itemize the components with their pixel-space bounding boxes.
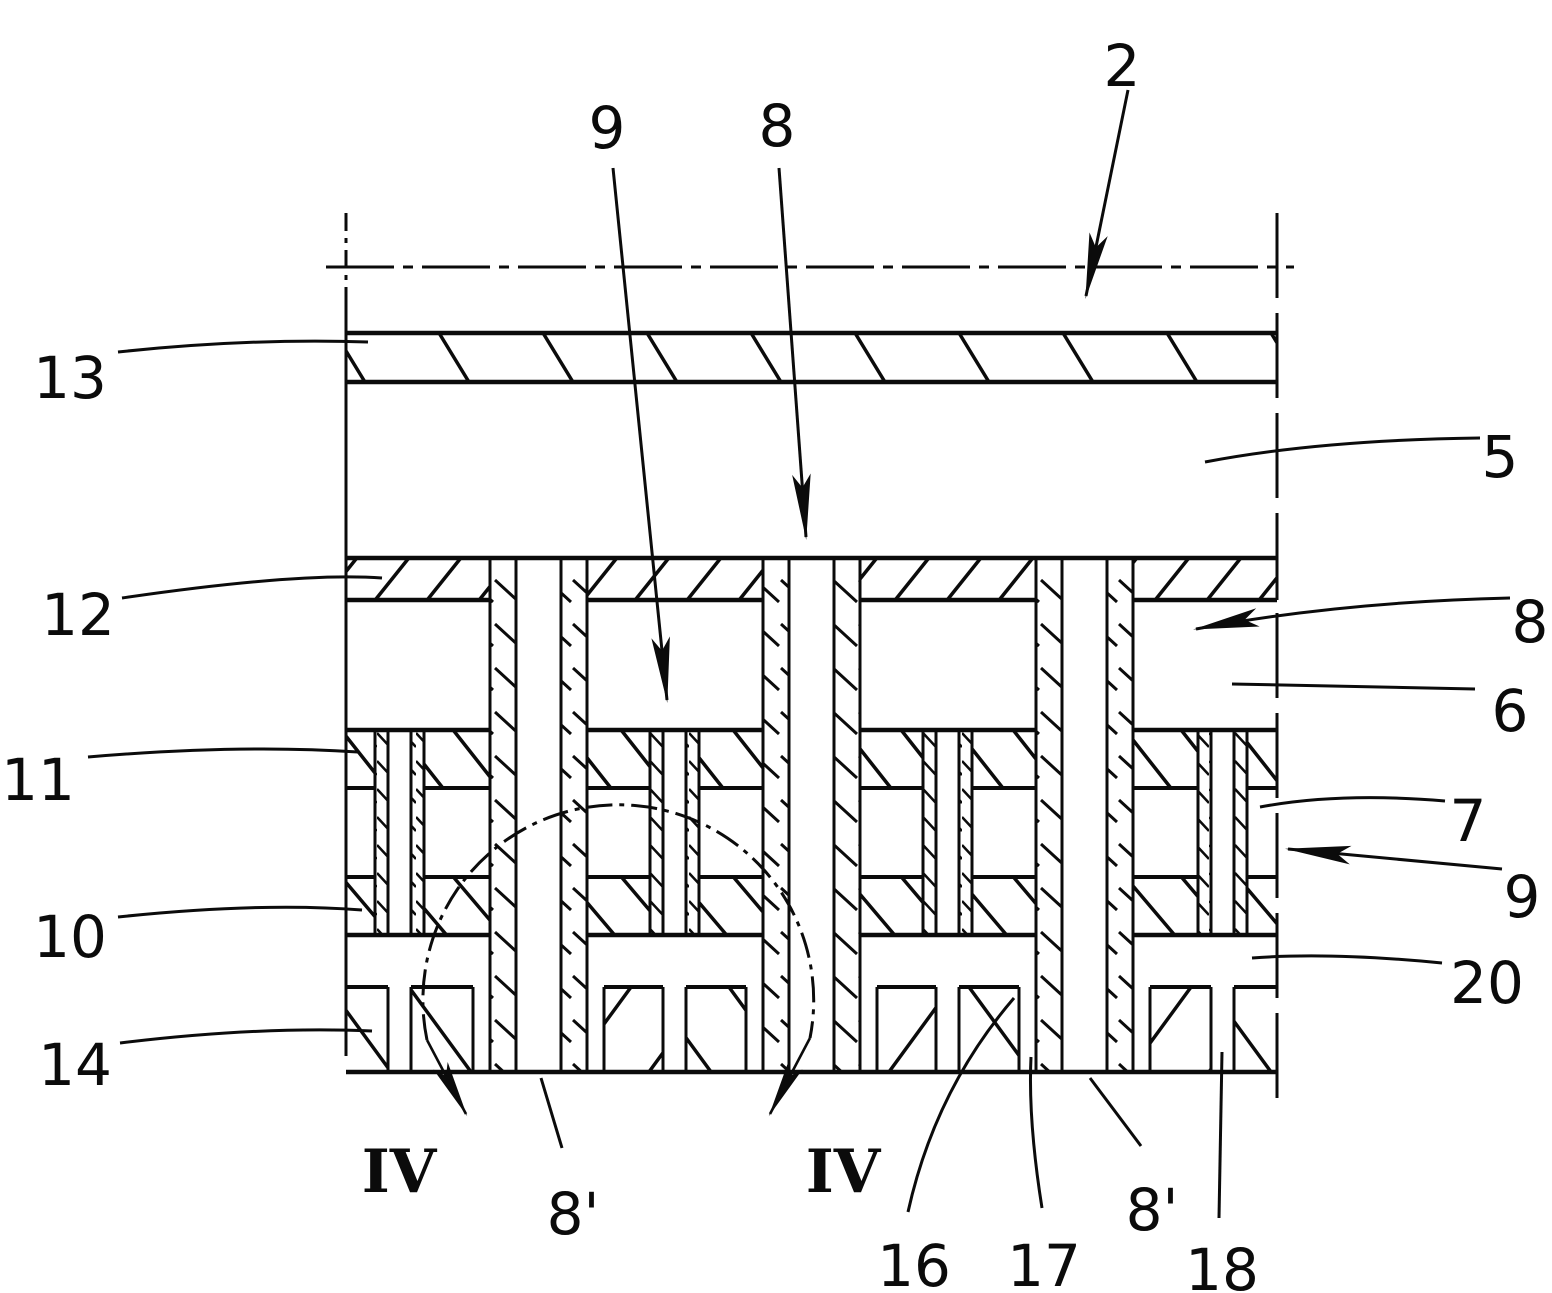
section-structure [346, 330, 1279, 1075]
plate-11-hatch [860, 732, 923, 786]
leader-16 [906, 997, 1016, 1213]
plate-10-hatch [860, 879, 923, 933]
plate-11-hatch [424, 732, 490, 786]
plate-10-hatch [1133, 879, 1198, 933]
label-11: 11 [1, 746, 75, 814]
label-5: 5 [1482, 423, 1519, 491]
plate-13-hatch [346, 335, 1277, 380]
plate-14-hatch [877, 989, 936, 1070]
plate-12-hatch [1133, 560, 1277, 598]
plate-10-hatch [1247, 879, 1277, 933]
plate-10-hatch [424, 879, 490, 933]
plate-12-hatch [346, 560, 490, 598]
section-arrows [425, 1037, 812, 1117]
tube-8-wall-hatch [561, 560, 587, 1070]
plate-11-hatch [972, 732, 1036, 786]
plate-14-hatch [411, 989, 473, 1070]
tube-9-wall-hatch [959, 732, 972, 933]
plate-14-hatch [1234, 989, 1277, 1070]
plate-10-hatch [972, 879, 1036, 933]
plate-11-hatch [346, 732, 375, 786]
detail-circle [421, 803, 816, 1041]
leader-arrow-9-right [1285, 845, 1503, 871]
leader-11 [87, 747, 359, 759]
plate-14-hatch [604, 989, 663, 1070]
label-13: 13 [33, 344, 107, 412]
tube-9-wall-hatch [1198, 732, 1211, 933]
label-9-right: 9 [1504, 863, 1541, 931]
tube-8-wall-hatch [834, 560, 860, 1070]
plate-11-hatch [1133, 732, 1198, 786]
label-8-top: 8 [759, 92, 796, 160]
plate-10-hatch [346, 879, 375, 933]
label-8-right: 8 [1512, 588, 1549, 656]
label-section-iv-left: IV [362, 1137, 438, 1207]
leader-12 [121, 575, 383, 600]
leader-7 [1259, 796, 1446, 809]
label-8prime-right: 8' [1126, 1176, 1179, 1244]
label-7: 7 [1450, 787, 1487, 855]
plate-10-hatch [699, 879, 763, 933]
tube-9-wall-hatch [375, 732, 388, 933]
label-10: 10 [33, 903, 107, 971]
leader-20 [1251, 954, 1443, 965]
tube-8-wall-hatch [1036, 560, 1062, 1070]
label-16: 16 [877, 1232, 951, 1293]
leader-18 [1217, 1051, 1224, 1219]
section-arrow-left [425, 1039, 468, 1117]
leader-14 [119, 1028, 373, 1045]
label-6: 6 [1492, 677, 1529, 745]
plate-14-hatch [1150, 989, 1211, 1070]
label-12: 12 [41, 581, 115, 649]
leader-8prime-right [1088, 1077, 1143, 1147]
label-8prime-left: 8' [547, 1180, 600, 1248]
tube-8-wall-hatch [490, 560, 516, 1070]
leader-arrow-8-right [1193, 596, 1511, 631]
label-17: 17 [1007, 1232, 1081, 1293]
tube-9-wall-hatch [923, 732, 936, 933]
label-section-iv-right: IV [806, 1137, 882, 1207]
tube-8-wall-hatch [1107, 560, 1133, 1070]
leader-5 [1204, 436, 1481, 464]
plate-11-hatch [1247, 732, 1277, 786]
plate-10-hatch [587, 879, 650, 933]
label-14: 14 [38, 1031, 112, 1099]
section-arrow-right [768, 1037, 812, 1117]
leader-17 [1028, 1056, 1044, 1209]
tube-9-wall-hatch [411, 732, 424, 933]
leader-8prime-left [539, 1077, 564, 1149]
label-2: 2 [1104, 32, 1141, 100]
reference-labels: 13 12 11 10 14 9 8 2 5 8 6 7 9 20 16 17 … [1, 32, 1548, 1293]
leader-10 [117, 905, 363, 919]
label-9-top: 9 [589, 94, 626, 162]
plate-12-hatch [587, 560, 763, 598]
leader-13 [117, 339, 369, 354]
label-20: 20 [1450, 949, 1524, 1017]
plate-14-hatch [686, 989, 746, 1070]
tube-9-wall-hatch [1234, 732, 1247, 933]
tube-9-wall-hatch [686, 732, 699, 933]
plate-11-hatch [699, 732, 763, 786]
label-18: 18 [1185, 1236, 1259, 1293]
leader-arrow-2 [1084, 89, 1130, 299]
plate-12-hatch [860, 560, 1036, 598]
leader-arrow-9-top [611, 167, 670, 703]
leader-6 [1231, 682, 1476, 691]
tube-9-wall-hatch [650, 732, 663, 933]
plate-11-hatch [587, 732, 650, 786]
leader-lines [87, 89, 1511, 1219]
leader-arrow-8-top [777, 167, 811, 540]
tube-8-wall-hatch [763, 560, 789, 1070]
